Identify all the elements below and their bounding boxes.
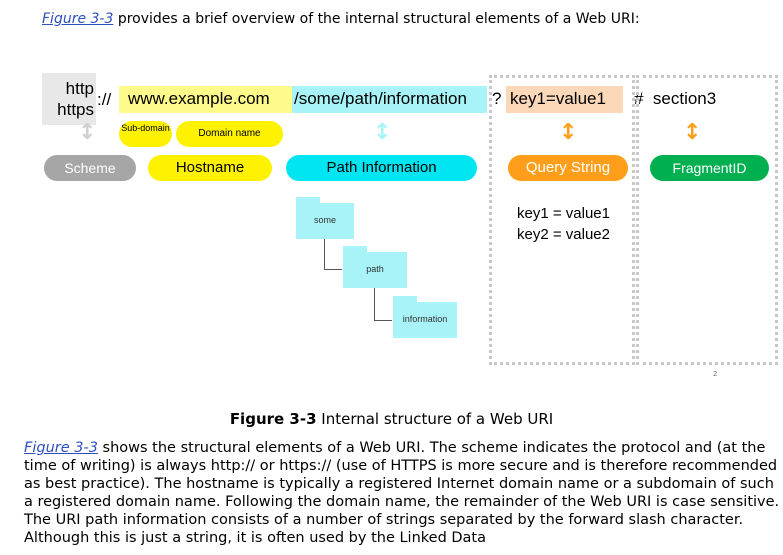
caption-text: Internal structure of a Web URI: [316, 410, 554, 428]
folder-label: information: [402, 314, 448, 324]
figure-caption: Figure 3-3 Internal structure of a Web U…: [0, 410, 783, 428]
folder-icon: some: [296, 197, 354, 239]
folder-label: path: [366, 264, 384, 274]
tree-line: [374, 288, 375, 320]
scheme-text: http https: [46, 78, 94, 120]
tree-line: [324, 239, 325, 269]
host-highlight: [119, 86, 292, 113]
subdomain-pill: Sub-domain: [119, 121, 172, 147]
query-pair: key2 = value2: [517, 226, 610, 243]
query-pair: key1 = value1: [517, 205, 610, 222]
query-arrow-icon: ↕: [559, 120, 578, 145]
query-highlight: [506, 86, 623, 113]
folder-label: some: [313, 215, 336, 225]
folder-icon: path: [343, 246, 407, 288]
fragment-arrow-icon: ↕: [683, 120, 702, 145]
body-paragraph: Figure 3-3 shows the structural elements…: [24, 439, 780, 547]
scheme-box: [42, 73, 96, 125]
intro-paragraph: Figure 3-3 provides a brief overview of …: [42, 10, 640, 28]
path-information-pill: Path Information: [286, 155, 477, 181]
body-figure-link[interactable]: Figure 3-3: [24, 440, 98, 456]
fragment-dotted-frame: [636, 75, 778, 365]
query-pairs: key1 = value1 key2 = value2: [517, 203, 610, 245]
domain-name-pill: Domain name: [176, 121, 283, 147]
figure-link[interactable]: Figure 3-3: [42, 11, 114, 27]
scheme-arrow-icon: ↕: [78, 120, 97, 145]
body-text: shows the structural elements of a Web U…: [24, 440, 780, 546]
fragment-id-pill: FragmentID: [650, 155, 769, 181]
intro-text: provides a brief overview of the interna…: [113, 11, 640, 27]
scheme-http: http: [65, 79, 94, 98]
uri-query: key1=value1: [510, 89, 606, 108]
tree-line: [324, 269, 342, 270]
uri-question-mark: ?: [492, 89, 502, 108]
hostname-pill: Hostname: [148, 155, 272, 181]
tree-line: [374, 320, 392, 321]
scheme-https: https: [57, 100, 94, 119]
path-highlight: [292, 86, 487, 113]
query-string-pill: Query String: [508, 155, 628, 181]
uri-path: /some/path/information: [294, 89, 467, 108]
caption-label: Figure 3-3: [229, 410, 317, 428]
query-dotted-frame: [489, 75, 635, 365]
scheme-pill: Scheme: [44, 155, 136, 181]
folder-icon: information: [393, 296, 457, 338]
path-arrow-icon: ↕: [373, 120, 392, 145]
uri-host: www.example.com: [128, 89, 270, 108]
uri-separator: ://: [97, 90, 112, 109]
slide-page-number: 2: [713, 370, 718, 378]
subdomain-label: Sub-domain: [121, 123, 170, 133]
